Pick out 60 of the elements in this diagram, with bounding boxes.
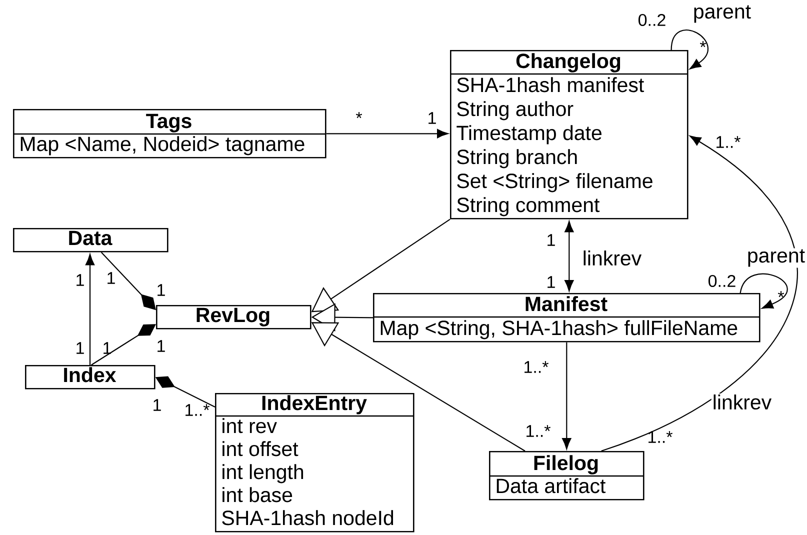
- attribute: int rev: [222, 418, 277, 434]
- class-name: Manifest: [526, 296, 608, 312]
- association-arrow: [740, 273, 788, 309]
- class-name: Data: [69, 230, 112, 246]
- attribute: Set <String> filename: [457, 173, 652, 192]
- association-arrow: [564, 220, 574, 292]
- class-box: [13, 109, 326, 158]
- class-name: Filelog: [534, 455, 598, 474]
- edge-label: linkrev: [711, 393, 773, 411]
- multiplicity: 1: [158, 340, 165, 352]
- class-box: [373, 293, 760, 342]
- edge-label: parent: [746, 248, 806, 268]
- class-name: Index: [64, 367, 116, 382]
- multiplicity: 1..*: [526, 425, 550, 437]
- association-arrow: [601, 136, 798, 452]
- multiplicity: 1: [428, 112, 436, 124]
- class-name: RevLog: [196, 308, 270, 326]
- class-box: [489, 451, 644, 500]
- multiplicity: 1: [108, 272, 115, 284]
- attribute: Timestamp date: [456, 125, 602, 144]
- attribute: String author: [457, 101, 574, 120]
- attribute: String branch: [457, 149, 577, 168]
- attribute: int base: [222, 487, 292, 502]
- multiplicity: 1..*: [716, 136, 740, 148]
- attribute: Data artifact: [496, 478, 606, 494]
- association-arrow: [670, 30, 708, 70]
- multiplicity: 1: [104, 342, 111, 354]
- attribute: int length: [222, 464, 304, 484]
- attribute: Map <String, SHA-1hash> fullFileName: [380, 320, 738, 340]
- class-box: [215, 393, 414, 532]
- multiplicity: 1: [76, 342, 84, 354]
- attribute: int offset: [222, 441, 298, 456]
- multiplicity: 1..*: [186, 404, 210, 416]
- class-box: [13, 228, 168, 252]
- edge-label: parent: [692, 4, 752, 24]
- association-arrow: [85, 254, 95, 365]
- attribute: Map <Name, Nodeid> tagname: [20, 136, 304, 156]
- multiplicity: *: [356, 112, 362, 118]
- attribute: SHA-1hash nodeId: [222, 510, 394, 526]
- multiplicity: *: [700, 41, 706, 48]
- association-arrow: [562, 342, 572, 450]
- composition-line: [91, 324, 156, 366]
- class-name: Tags: [146, 114, 192, 132]
- attribute: String comment: [457, 197, 600, 216]
- multiplicity: 0..2: [638, 14, 666, 26]
- class-box: [450, 50, 688, 220]
- class-box: [25, 365, 156, 390]
- multiplicity: 1..*: [524, 361, 548, 373]
- multiplicity: *: [778, 291, 784, 298]
- multiplicity: 1: [154, 399, 161, 411]
- association-arrow: [326, 129, 448, 138]
- class-name: Changelog: [516, 53, 620, 72]
- multiplicity: 1: [76, 274, 84, 286]
- attribute: SHA-1hash manifest: [457, 77, 644, 92]
- multiplicity: 1: [548, 276, 555, 288]
- edge-label: linkrev: [581, 249, 643, 267]
- multiplicity: 1: [548, 234, 555, 246]
- multiplicity: 0..2: [708, 274, 736, 288]
- class-name: IndexEntry: [262, 395, 367, 414]
- multiplicity: 1: [158, 284, 165, 296]
